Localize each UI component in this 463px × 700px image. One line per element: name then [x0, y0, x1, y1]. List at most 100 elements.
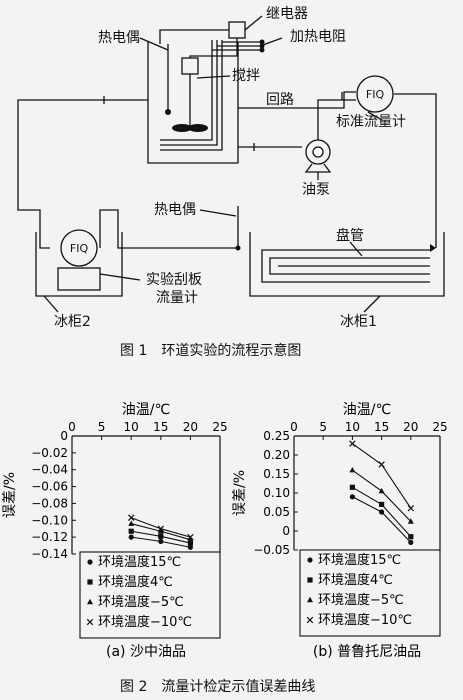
legend-marker	[87, 579, 93, 585]
label-freezer2: 冰柜2	[54, 314, 91, 330]
x-tick-label: 10	[345, 420, 360, 434]
oil-pump	[305, 139, 331, 165]
legend-marker	[86, 618, 94, 626]
x-tick-label: 15	[153, 420, 168, 434]
loop-experiment-diagram: 热电偶 继电器 加热电阻 搅拌 回路 FIQ 标准流量计 油泵 热电偶 盘管 F…	[17, 6, 445, 330]
legend-marker	[87, 559, 93, 565]
legend-marker	[306, 616, 314, 624]
y-tick-label: 0.15	[263, 467, 290, 481]
freezer2	[35, 232, 123, 297]
y-tick-label: −0.05	[253, 543, 290, 557]
label-stirrer: 搅拌	[232, 68, 260, 84]
data-point	[349, 484, 355, 490]
label-thermocouple-top: 热电偶	[98, 30, 140, 46]
x-tick-label: 0	[68, 420, 76, 434]
y-tick-label: 0.25	[263, 429, 290, 443]
label-oil-pump: 油泵	[302, 182, 330, 198]
pipe-left-return	[17, 99, 148, 249]
legend-label: 环境温度−5℃	[318, 592, 404, 608]
x-tick-label: 5	[98, 420, 106, 434]
legend-marker	[87, 598, 93, 605]
legend-box	[299, 549, 441, 637]
figure1-caption: 图 1 环道实验的流程示意图	[120, 343, 302, 359]
x-tick-label: 10	[124, 420, 139, 434]
label-scraper-flowmeter-1: 实验刮板	[146, 272, 202, 288]
data-point	[407, 518, 414, 524]
stirrer-blades	[172, 124, 208, 132]
data-point	[158, 533, 164, 539]
legend-box	[79, 551, 221, 639]
chart-subtitle: (b) 普鲁托尼油品	[313, 644, 421, 660]
data-point	[378, 461, 385, 468]
scraper-flowmeter-base	[57, 267, 101, 291]
data-point	[349, 440, 356, 447]
data-point	[378, 487, 385, 494]
x-tick-label: 25	[212, 420, 227, 434]
label-fiq-left: FIQ	[70, 242, 89, 255]
data-point	[187, 536, 194, 542]
pipe-freezer1-to-fiq	[99, 209, 238, 249]
chart-subtitle: (a) 沙中油品	[106, 644, 186, 660]
data-point	[158, 538, 164, 544]
freezer1	[249, 232, 445, 297]
y-tick-label: −0.08	[31, 496, 68, 510]
legend-label: 环境温度15℃	[98, 554, 181, 570]
label-scraper-flowmeter-2: 流量计	[156, 290, 198, 306]
label-fiq-top: FIQ	[366, 88, 385, 101]
y-tick-label: −0.06	[31, 480, 68, 494]
label-standard-flowmeter: 标准流量计	[336, 114, 406, 130]
scraper-flowmeter-dial	[60, 229, 98, 267]
y-tick-label: −0.14	[31, 547, 68, 561]
data-point	[128, 534, 134, 540]
heating-tank	[147, 42, 239, 164]
data-point	[128, 520, 135, 526]
y-tick-label: −0.02	[31, 446, 68, 460]
label-freezer1: 冰柜1	[340, 314, 377, 330]
figure2-caption: 图 2 流量计检定示值误差曲线	[120, 679, 316, 695]
label-heating-resistor: 加热电阻	[290, 29, 346, 45]
x-tick-label: 25	[432, 420, 447, 434]
data-point	[349, 467, 356, 473]
stirrer-motor	[181, 57, 199, 75]
data-point	[157, 525, 165, 532]
x-tick-label: 20	[183, 420, 198, 434]
label-thermocouple-mid: 热电偶	[154, 202, 196, 218]
x-tick-label: 20	[403, 420, 418, 434]
data-point	[408, 534, 414, 540]
x-tick-label: 0	[290, 420, 298, 434]
legend-marker	[307, 596, 313, 603]
y-tick-label: −0.10	[31, 513, 68, 527]
legend-label: 环境温度−10℃	[98, 614, 192, 630]
legend-label: 环境温度4℃	[318, 572, 393, 588]
y-tick-label: 0.20	[263, 448, 290, 462]
legend-label: 环境温度−10℃	[318, 612, 412, 628]
legend-marker	[307, 557, 313, 563]
data-point	[127, 514, 135, 521]
legend-marker	[307, 577, 313, 583]
x-tick-label: 5	[319, 420, 327, 434]
legend-label: 环境温度−5℃	[98, 594, 184, 610]
data-point	[408, 539, 414, 545]
label-relay: 继电器	[266, 6, 308, 22]
legend-label: 环境温度4℃	[98, 574, 173, 590]
data-point	[407, 504, 415, 512]
data-point	[379, 501, 385, 507]
y-axis-title: 误差/%	[232, 470, 248, 516]
y-tick-label: 0	[282, 524, 290, 538]
data-point	[349, 494, 355, 500]
data-point	[128, 528, 134, 534]
data-point	[187, 533, 194, 541]
y-tick-label: 0.05	[263, 505, 290, 519]
x-tick-label: 15	[374, 420, 389, 434]
y-tick-label: −0.04	[31, 463, 68, 477]
x-axis-title: 油温/℃	[343, 402, 391, 418]
data-point	[157, 528, 164, 534]
data-point	[187, 540, 193, 546]
pipe-standard-to-freezer1	[394, 93, 437, 248]
coil	[261, 249, 430, 283]
legend-label: 环境温度15℃	[318, 552, 401, 568]
x-axis-title: 油温/℃	[122, 402, 170, 418]
label-loop: 回路	[266, 92, 294, 108]
